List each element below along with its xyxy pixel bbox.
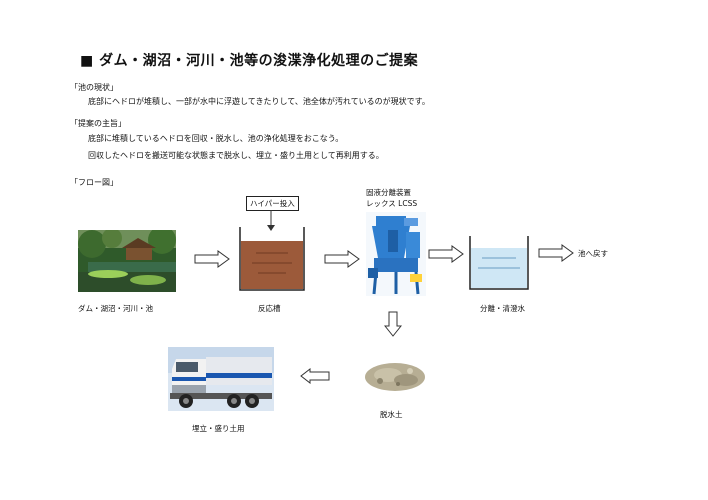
reaction-tank (238, 227, 306, 293)
tank-label: 反応槽 (258, 304, 281, 313)
clear-water-tank (468, 236, 530, 292)
flow-arrow-3 (428, 245, 464, 263)
section-heading-current: 「池の現状」 (70, 83, 118, 92)
clear-water-label: 分離・清澄水 (480, 304, 525, 313)
truck-photo (168, 347, 274, 411)
return-label: 池へ戻す (578, 249, 608, 258)
section-heading-flow: 「フロー図」 (70, 178, 118, 187)
machine-label-1: 固液分離装置 (366, 188, 411, 197)
hyper-input-arrow (266, 210, 276, 232)
soil-label: 脱水土 (380, 410, 403, 419)
flow-arrow-left (300, 368, 330, 384)
pond-photo (78, 230, 176, 292)
flow-arrow-2 (324, 250, 360, 268)
soil-photo (358, 353, 432, 397)
flow-arrow-4 (538, 244, 574, 262)
hyper-input-label: ハイパー投入 (246, 196, 299, 211)
source-label: ダム・湖沼・河川・池 (78, 304, 153, 313)
flow-arrow-down (384, 311, 402, 337)
separator-machine (366, 212, 426, 296)
page-title: ■ ダム・湖沼・河川・池等の浚渫浄化処理のご提案 (80, 53, 419, 69)
proposal-text-line-1: 底部に堆積しているヘドロを回収・脱水し、池の浄化処理をおこなう。 (88, 134, 344, 143)
current-text-line-1: 底部にヘドロが堆積し、一部が水中に浮遊してきたりして、池全体が汚れているのが現状… (88, 97, 430, 106)
proposal-text-line-2: 回収したヘドロを搬送可能な状態まで脱水し、埋立・盛り土用として再利用する。 (88, 151, 384, 160)
machine-label-2: レックス LCSS (366, 199, 418, 208)
flow-arrow-1 (194, 250, 230, 268)
truck-label: 埋立・盛り土用 (192, 424, 245, 433)
section-heading-proposal: 「提案の主旨」 (70, 119, 126, 128)
